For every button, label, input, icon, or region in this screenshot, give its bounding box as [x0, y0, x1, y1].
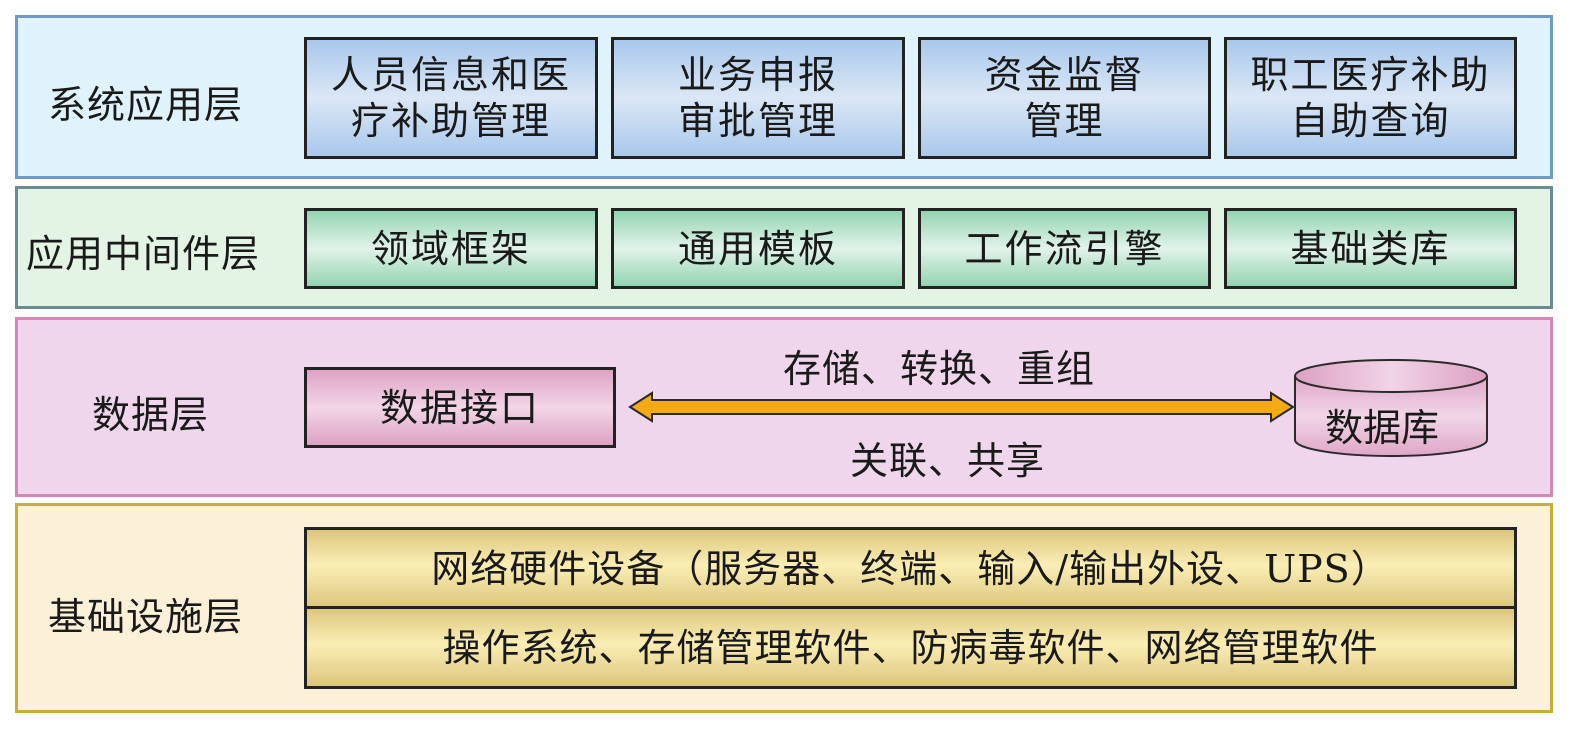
- module-fund-supervision: 资金监督管理: [918, 37, 1211, 159]
- module-self-service-query: 职工医疗补助自助查询: [1224, 37, 1517, 159]
- module-line: 管理: [1024, 99, 1105, 143]
- module-line: 资金监督: [984, 53, 1145, 97]
- module-data-interface: 数据接口: [304, 367, 616, 448]
- module-line: 审批管理: [677, 99, 838, 143]
- module-line: 自助查询: [1290, 99, 1451, 143]
- layer-title-infrastructure: 基础设施层: [48, 595, 244, 639]
- module-domain-framework: 领域框架: [304, 208, 598, 289]
- layer-title-middleware: 应用中间件层: [26, 232, 261, 276]
- module-personnel-medical-subsidy: 人员信息和医疗补助管理: [304, 37, 598, 159]
- module-line: 职工医疗补助: [1250, 53, 1491, 97]
- module-workflow-engine: 工作流引擎: [918, 208, 1211, 289]
- flow-label-bottom: 关联、共享: [850, 439, 1046, 483]
- layer-title-system-application: 系统应用层: [48, 83, 244, 127]
- infra-row-hardware: 网络硬件设备（服务器、终端、输入/输出外设、UPS）: [304, 527, 1517, 611]
- infra-row-software: 操作系统、存储管理软件、防病毒软件、网络管理软件: [304, 606, 1517, 689]
- module-line: 疗补助管理: [350, 99, 551, 143]
- flow-label-top: 存储、转换、重组: [783, 347, 1096, 391]
- layer-title-data: 数据层: [92, 393, 210, 437]
- module-common-template: 通用模板: [611, 208, 905, 289]
- module-base-library: 基础类库: [1224, 208, 1517, 289]
- module-line: 人员信息和医: [330, 53, 571, 97]
- module-business-approval: 业务申报审批管理: [611, 37, 905, 159]
- database-label: 数据库: [1325, 406, 1440, 450]
- module-line: 业务申报: [677, 53, 838, 97]
